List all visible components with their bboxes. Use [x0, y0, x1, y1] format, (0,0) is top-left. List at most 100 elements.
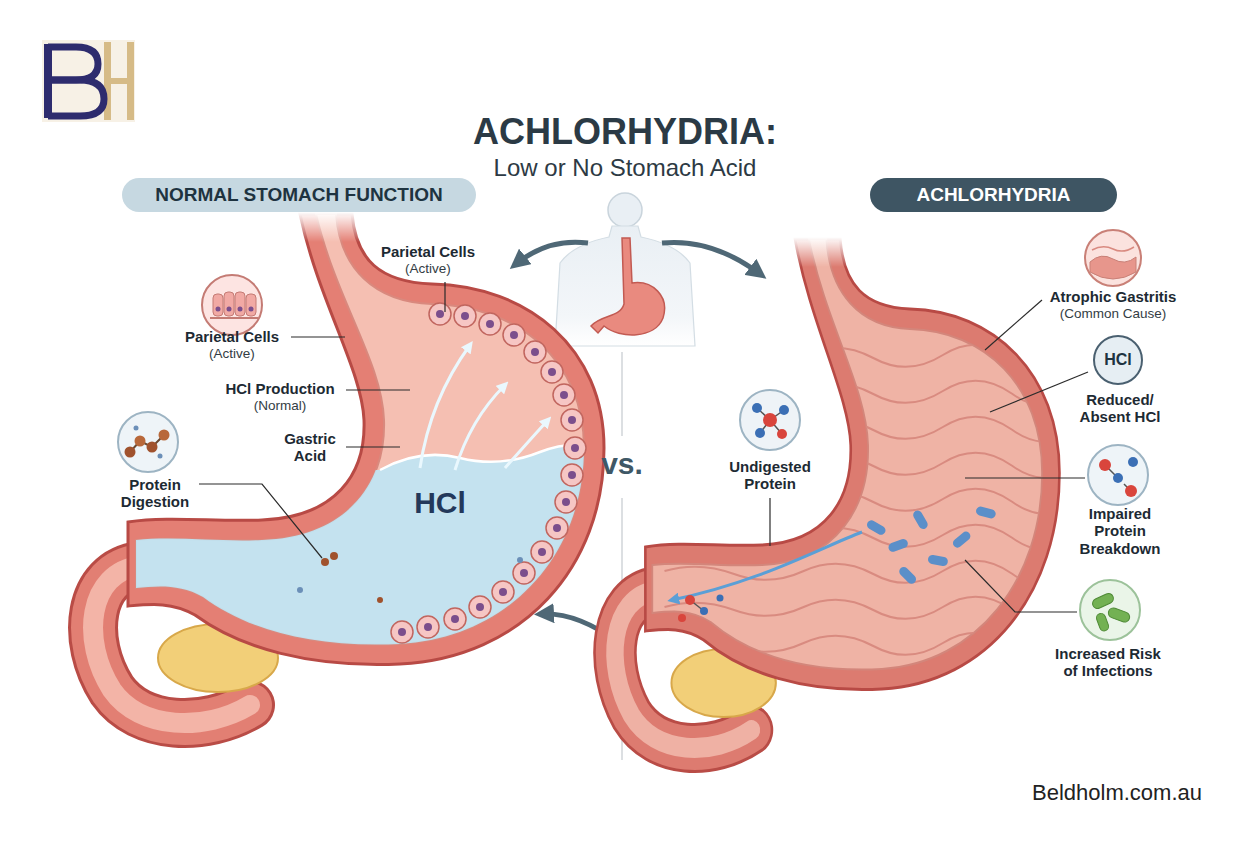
- parietal-cell: [553, 524, 561, 532]
- protein-bit: [377, 597, 383, 603]
- icon-molecule: [1125, 485, 1137, 497]
- protein-bit: [297, 552, 523, 603]
- icon-molecule: [752, 403, 762, 413]
- parietal-cell: [499, 588, 507, 596]
- leader-line: [990, 372, 1088, 412]
- protein-bit: [297, 587, 303, 593]
- parietal-cell: [486, 320, 494, 328]
- icon-protein: [135, 436, 146, 447]
- stomach-fold: [665, 633, 1083, 658]
- part-label: Protein Digestion: [114, 476, 196, 511]
- acid-arrow: [505, 420, 548, 468]
- leader-line: [199, 282, 1088, 612]
- icon-molecule: [763, 413, 777, 427]
- part-label: Impaired Protein Breakdown: [1073, 505, 1168, 557]
- parietal-cell: [391, 303, 586, 643]
- parietal-cell: [417, 616, 439, 638]
- node-text: HCl: [1104, 351, 1132, 369]
- parietal-cell: [513, 562, 535, 584]
- protein-bit: [678, 595, 724, 623]
- icon-molecule: [1088, 445, 1148, 505]
- stomach-fold: [665, 597, 1083, 622]
- parietal-cell: [553, 384, 575, 406]
- flow-arrow: [662, 242, 760, 274]
- acid-arrow: [420, 345, 548, 470]
- section-header: NORMAL STOMACH FUNCTION: [122, 178, 476, 212]
- icon-molecule: [1113, 473, 1123, 483]
- parietal-cell: [444, 608, 466, 630]
- parietal-cell: [524, 341, 546, 363]
- parietal-cell: [503, 324, 525, 346]
- part-label: Parietal Cells: [172, 328, 292, 345]
- parietal-cell: [531, 348, 539, 356]
- diagram-title: ACHLORHYDRIA:: [365, 112, 885, 152]
- leader-line: [346, 446, 400, 447]
- acid-arrow: [455, 385, 505, 470]
- bacterium: [887, 538, 909, 553]
- icon-molecule: [1128, 457, 1138, 467]
- bacterium: [865, 506, 996, 586]
- node-caption: Reduced/ Absent HCl: [1074, 391, 1166, 426]
- node-text: ACHLORHYDRIA: [916, 184, 1070, 206]
- parietal-cell: [391, 621, 413, 643]
- icon-bacteria: [1080, 580, 1140, 640]
- parietal-cell: [479, 313, 501, 335]
- stomach-fold: [665, 489, 1083, 514]
- hcl-badge: HClReduced/ Absent HCl: [1093, 335, 1143, 385]
- icon-parietal: [227, 307, 232, 312]
- achlorhydria-stomach: [785, 237, 851, 267]
- brand-logo: [48, 47, 98, 80]
- brand-logo: [104, 78, 134, 84]
- protein-bit: [321, 558, 329, 566]
- leader-line: [985, 300, 1042, 350]
- part-note: (Active): [363, 261, 493, 277]
- normal-stomach: [93, 212, 620, 723]
- parietal-cell: [546, 517, 568, 539]
- protein-bit: [700, 607, 708, 615]
- icon-atrophic: [1090, 256, 1136, 279]
- watermark: Beldholm.com.au: [1007, 780, 1227, 805]
- parietal-cell: [520, 569, 528, 577]
- subtitle: Low or No Stomach Acid: [415, 154, 835, 182]
- icon-parietal: [202, 275, 262, 335]
- icon-protein: [125, 447, 136, 458]
- part-label: Increased Risk of Infections: [1052, 645, 1164, 680]
- acid-label: HCl: [395, 486, 485, 521]
- icon-molecule: [777, 429, 787, 439]
- stomach-fold: [665, 417, 1083, 442]
- divider-line: [621, 352, 623, 436]
- vs-label: vs.: [587, 447, 657, 482]
- parietal-cell: [538, 548, 546, 556]
- parietal-cell: [436, 310, 444, 318]
- parietal-cell: [568, 416, 576, 424]
- parietal-cell: [398, 628, 406, 636]
- icon-molecule: [779, 405, 789, 415]
- part-note: (Common Cause): [1033, 306, 1193, 322]
- body-figure: [591, 238, 665, 335]
- icon-protein: [159, 430, 170, 441]
- protein-bit: [685, 595, 695, 605]
- part-note: (Active): [172, 346, 292, 362]
- protein-bit: [330, 552, 338, 560]
- protein-bit: [517, 557, 523, 563]
- brand-logo: [42, 40, 135, 122]
- acid-arrow: [420, 345, 470, 468]
- icon-protein: [158, 454, 163, 459]
- flow-arrow: [516, 242, 588, 264]
- icon-bacteria: [1091, 592, 1115, 610]
- icon-parietal: [249, 307, 254, 312]
- part-label: Atrophic Gastritis: [1033, 288, 1193, 305]
- bacterium: [897, 565, 918, 586]
- icon-protein: [118, 412, 178, 472]
- parietal-cell: [510, 331, 518, 339]
- body-figure: [555, 193, 695, 346]
- icon-bacteria: [1080, 580, 1140, 640]
- icon-parietal: [213, 294, 223, 316]
- icon-parietal: [202, 275, 262, 335]
- stomach-fold: [665, 453, 1083, 478]
- parietal-cell: [454, 305, 476, 327]
- stomach-fold: [665, 381, 1083, 406]
- stomach-fold: [665, 561, 1083, 586]
- leader-line: [965, 477, 1085, 478]
